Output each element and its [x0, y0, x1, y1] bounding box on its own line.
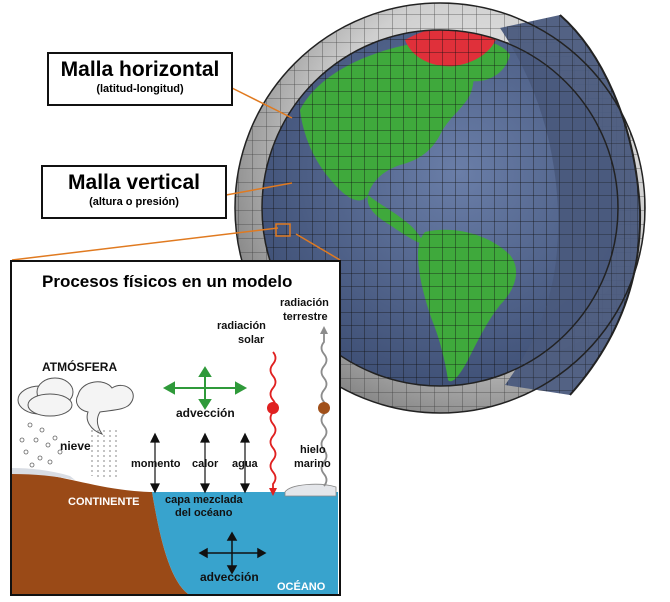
leader-horizontal	[231, 87, 293, 119]
inset-title: Procesos físicos en un modelo	[42, 272, 293, 291]
solar-radiation-arrow	[269, 351, 277, 492]
label-atmosfera: ATMÓSFERA	[42, 360, 118, 374]
vertical-grid-title: Malla vertical	[68, 171, 200, 194]
leader-vertical	[225, 182, 293, 196]
label-calor: calor	[192, 458, 219, 470]
storm-cloud-icon	[75, 381, 134, 435]
sea-ice	[284, 483, 337, 497]
label-radiacion-terrestre-2: terrestre	[283, 311, 328, 323]
label-momento: momento	[131, 458, 181, 470]
cutaway-edge	[559, 14, 642, 396]
leader-inset-right	[295, 233, 341, 261]
leader-inset-left	[11, 227, 279, 261]
cloud-icon	[17, 377, 74, 417]
ocean-water	[152, 492, 338, 594]
ocean-advection-arrows	[198, 531, 267, 575]
label-nieve: nieve	[60, 439, 91, 453]
label-hielo-2: marino	[294, 458, 331, 470]
horizontal-grid-subtitle: (latitud-longitud)	[96, 83, 184, 95]
air-advection-arrows	[162, 366, 248, 410]
label-capa-2: del océano	[175, 507, 233, 519]
label-hielo-1: hielo	[300, 444, 326, 456]
label-agua: agua	[232, 458, 258, 470]
callout-vertical-grid: Malla vertical (altura o presión)	[41, 165, 227, 219]
inner-sphere-outline	[261, 29, 619, 387]
flux-arrows	[150, 432, 250, 494]
label-radiacion-solar-1: radiación	[217, 320, 266, 332]
label-radiacion-solar-2: solar	[238, 334, 265, 346]
label-radiacion-terrestre-1: radiación	[280, 297, 329, 309]
sun-icon	[267, 402, 279, 414]
callout-horizontal-grid: Malla horizontal (latitud-longitud)	[47, 52, 233, 106]
earth-emitter-icon	[318, 402, 330, 414]
rain	[91, 430, 117, 478]
label-adveccion-air: advección	[176, 406, 235, 420]
label-capa-1: capa mezclada	[165, 494, 243, 506]
inset-panel	[10, 260, 341, 596]
globe-outline	[234, 2, 646, 414]
label-adveccion-ocean: advección	[200, 570, 259, 584]
snow-layer	[12, 468, 75, 480]
cutaway-grid	[500, 15, 641, 395]
zoom-box	[275, 223, 291, 237]
snowflakes	[19, 422, 63, 468]
label-oceano: OCÉANO	[277, 581, 326, 593]
leader-lines	[11, 87, 341, 261]
label-continente: CONTINENTE	[68, 496, 140, 508]
continent-soil	[12, 470, 188, 594]
vertical-grid-subtitle: (altura o presión)	[89, 196, 179, 208]
horizontal-grid-title: Malla horizontal	[60, 58, 220, 81]
